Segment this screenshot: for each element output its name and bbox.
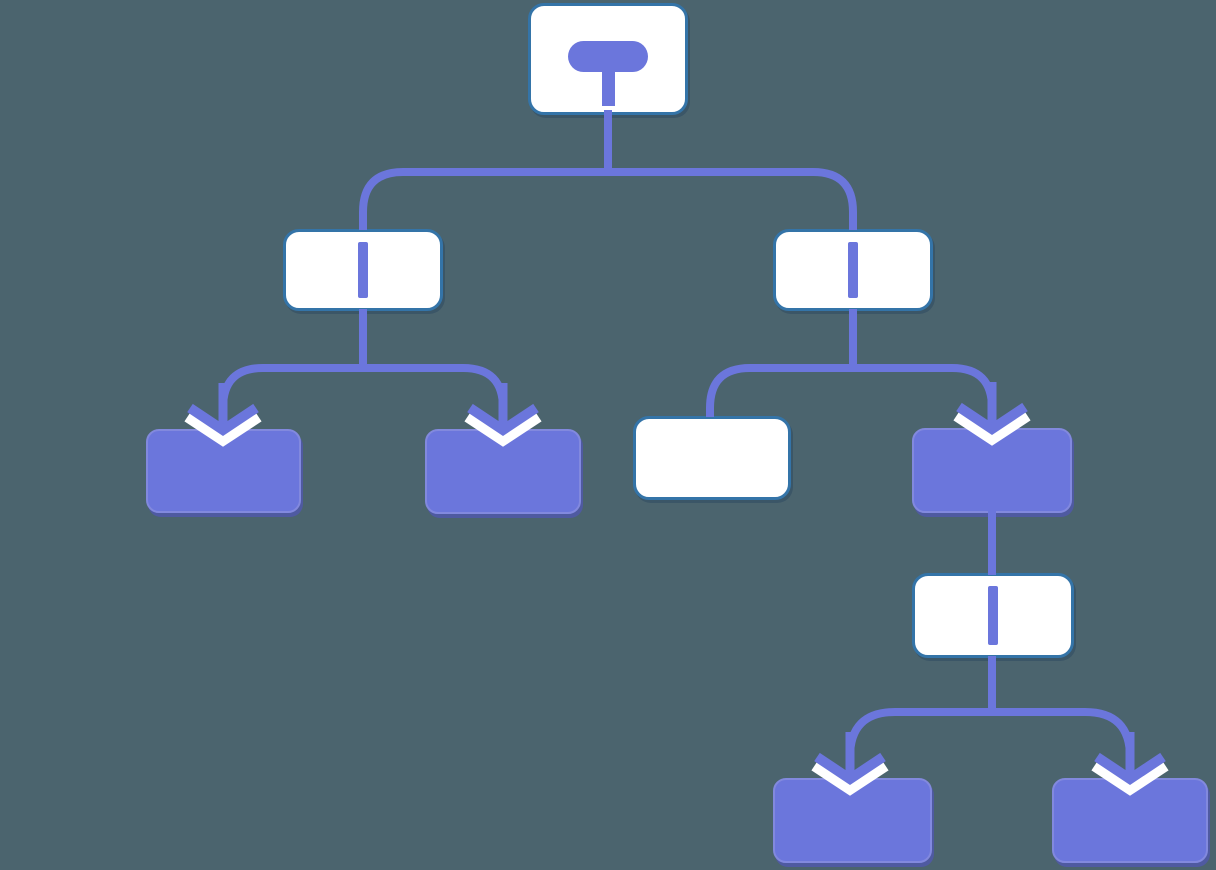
node-branch-accent[interactable] bbox=[912, 428, 1072, 513]
vertical-bar-icon bbox=[988, 586, 998, 645]
node-branch-bottom[interactable] bbox=[912, 573, 1074, 658]
node-leaf-1[interactable] bbox=[146, 429, 301, 513]
node-root[interactable] bbox=[528, 3, 688, 115]
pill-shape bbox=[568, 41, 648, 72]
node-placeholder[interactable] bbox=[633, 416, 791, 500]
node-branch-left[interactable] bbox=[283, 229, 443, 311]
node-leaf-4[interactable] bbox=[1052, 778, 1208, 863]
root-pill-icon bbox=[531, 6, 685, 112]
pill-stem bbox=[601, 72, 615, 106]
vertical-bar-icon bbox=[848, 242, 858, 298]
vertical-bar-icon bbox=[358, 242, 368, 298]
node-leaf-3[interactable] bbox=[773, 778, 932, 863]
node-branch-right[interactable] bbox=[773, 229, 933, 311]
node-leaf-2[interactable] bbox=[425, 429, 581, 514]
